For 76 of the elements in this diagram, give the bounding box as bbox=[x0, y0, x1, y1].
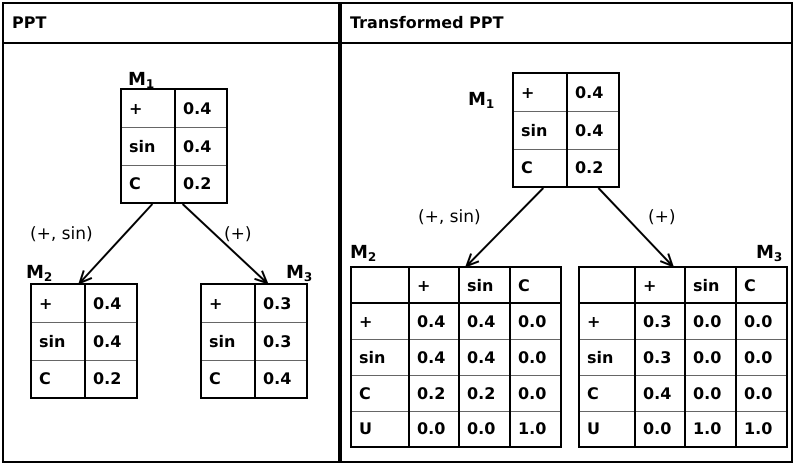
row-header: sin bbox=[31, 322, 85, 360]
probability-cell: 0.4 bbox=[85, 322, 137, 360]
table-label: M$_{1}$ bbox=[128, 70, 154, 90]
row-header: sin bbox=[121, 127, 175, 165]
probability-cell: 0.0 bbox=[685, 375, 736, 411]
probability-table bbox=[512, 72, 620, 188]
arrow bbox=[78, 203, 154, 284]
row-header: sin bbox=[201, 322, 255, 360]
probability-table bbox=[120, 88, 228, 204]
probability-cell: 0.4 bbox=[175, 89, 227, 127]
row-header: C bbox=[31, 360, 85, 398]
column-header: C bbox=[510, 267, 561, 303]
edge-label: (+, sin) bbox=[418, 207, 481, 227]
row-header: C bbox=[579, 375, 635, 411]
probability-cell: 0.3 bbox=[635, 339, 685, 375]
probability-table bbox=[200, 283, 308, 399]
edge-label: (+) bbox=[648, 207, 676, 227]
row-header: C bbox=[201, 360, 255, 398]
probability-cell: 0.0 bbox=[736, 375, 787, 411]
column-header: + bbox=[409, 267, 459, 303]
probability-cell: 0.2 bbox=[409, 375, 459, 411]
probability-cell: 0.4 bbox=[567, 73, 619, 111]
row-header: sin bbox=[579, 339, 635, 375]
panel bbox=[2, 2, 340, 463]
row-header: C bbox=[121, 165, 175, 203]
probability-cell: 0.4 bbox=[409, 339, 459, 375]
probability-cell: 0.0 bbox=[510, 303, 561, 339]
column-header: + bbox=[635, 267, 685, 303]
probability-cell: 0.0 bbox=[685, 303, 736, 339]
row-header: U bbox=[351, 411, 409, 447]
row-header: sin bbox=[351, 339, 409, 375]
arrow bbox=[466, 187, 544, 267]
probability-table bbox=[30, 283, 138, 399]
column-header: sin bbox=[685, 267, 736, 303]
probability-cell: 0.0 bbox=[510, 375, 561, 411]
table-label: M$_{1}$ bbox=[468, 90, 494, 110]
probability-cell: 0.3 bbox=[255, 284, 307, 322]
panel bbox=[340, 2, 793, 463]
arrow bbox=[598, 187, 674, 267]
row-header: + bbox=[513, 73, 567, 111]
table-label: M$_{3}$ bbox=[756, 243, 782, 263]
row-header: sin bbox=[513, 111, 567, 149]
probability-table bbox=[350, 266, 562, 448]
column-header: C bbox=[736, 267, 787, 303]
probability-cell: 0.4 bbox=[409, 303, 459, 339]
probability-cell: 0.2 bbox=[459, 375, 510, 411]
probability-cell: 0.0 bbox=[685, 339, 736, 375]
panel-title: Transformed PPT bbox=[350, 13, 504, 33]
table-label: M$_{2}$ bbox=[26, 263, 52, 283]
probability-cell: 0.4 bbox=[459, 339, 510, 375]
probability-cell: 0.0 bbox=[736, 303, 787, 339]
row-header: + bbox=[31, 284, 85, 322]
probability-table bbox=[578, 266, 788, 448]
row-header: + bbox=[121, 89, 175, 127]
table-label: M$_{2}$ bbox=[350, 243, 376, 263]
probability-cell: 0.4 bbox=[635, 375, 685, 411]
probability-cell: 0.4 bbox=[459, 303, 510, 339]
row-header: C bbox=[513, 149, 567, 187]
probability-cell: 0.4 bbox=[567, 111, 619, 149]
probability-cell: 0.0 bbox=[736, 339, 787, 375]
edge-label: (+, sin) bbox=[30, 224, 93, 244]
column-header: sin bbox=[459, 267, 510, 303]
row-header: + bbox=[579, 303, 635, 339]
row-header: U bbox=[579, 411, 635, 447]
arrow bbox=[182, 203, 268, 284]
row-header: + bbox=[201, 284, 255, 322]
table-label: M$_{3}$ bbox=[286, 263, 312, 283]
panel-title: PPT bbox=[12, 13, 46, 33]
row-header: + bbox=[351, 303, 409, 339]
probability-cell: 0.3 bbox=[635, 303, 685, 339]
probability-cell: 0.4 bbox=[85, 284, 137, 322]
probability-cell: 0.3 bbox=[255, 322, 307, 360]
probability-cell: 0.0 bbox=[510, 339, 561, 375]
row-header: C bbox=[351, 375, 409, 411]
edge-label: (+) bbox=[224, 224, 252, 244]
probability-cell: 0.4 bbox=[175, 127, 227, 165]
